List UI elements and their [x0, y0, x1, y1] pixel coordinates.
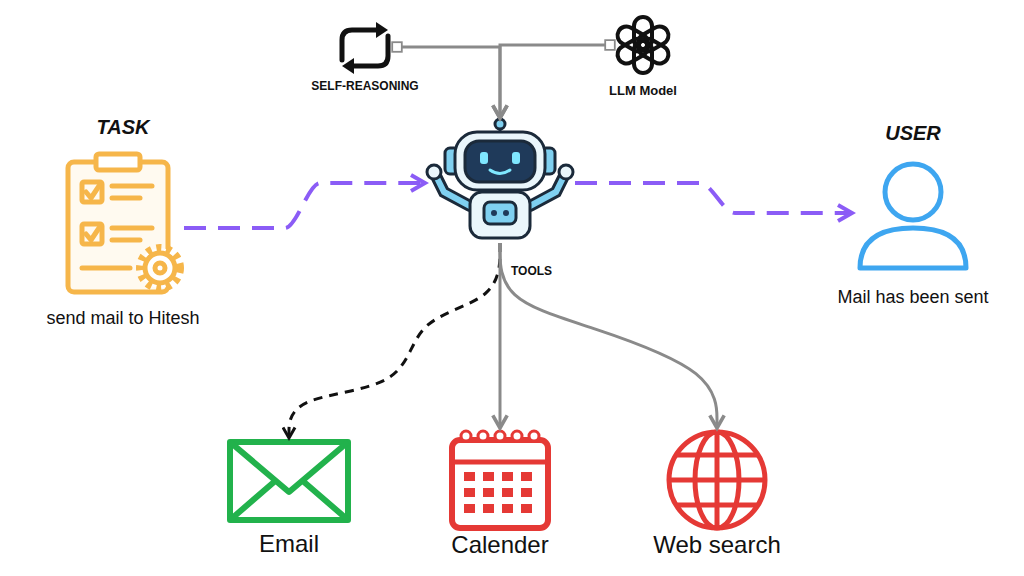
node-label: Email [259, 530, 319, 558]
connector-arrow [184, 183, 425, 228]
connector-arrow [500, 243, 717, 428]
tool-node: Email [226, 438, 352, 524]
node-label: Web search [653, 531, 781, 559]
node-heading: USER [885, 122, 941, 145]
connector-arrow [575, 183, 852, 213]
llm-logo [614, 17, 671, 73]
tool-node: Calender [448, 428, 552, 532]
llm-node: LLM Model [610, 14, 676, 76]
reasoning-node: SELF-REASONING [333, 18, 397, 76]
globe-icon [669, 432, 765, 528]
connector-arrow [289, 243, 500, 438]
task-node: TASKsend mail to Hitesh [62, 152, 184, 298]
node-label: SELF-REASONING [311, 80, 418, 94]
tool-node: Web search [663, 428, 771, 532]
robot-figure [427, 119, 573, 238]
clipboard-icon [68, 154, 180, 292]
node-label: send mail to Hitesh [46, 308, 199, 329]
node-label: LLM Model [609, 84, 677, 99]
node-label: Calender [451, 531, 548, 559]
loop-icon [342, 22, 388, 74]
calendar-icon [452, 431, 548, 528]
node-heading: TASK [97, 116, 150, 139]
user-node: USERMail has been sent [852, 158, 974, 272]
agent-node: TOOLS [425, 118, 575, 243]
user-icon [860, 164, 966, 268]
node-label: Mail has been sent [837, 287, 988, 308]
connector-arrow [500, 45, 610, 118]
node-label: TOOLS [511, 265, 552, 279]
email-icon [230, 442, 348, 520]
